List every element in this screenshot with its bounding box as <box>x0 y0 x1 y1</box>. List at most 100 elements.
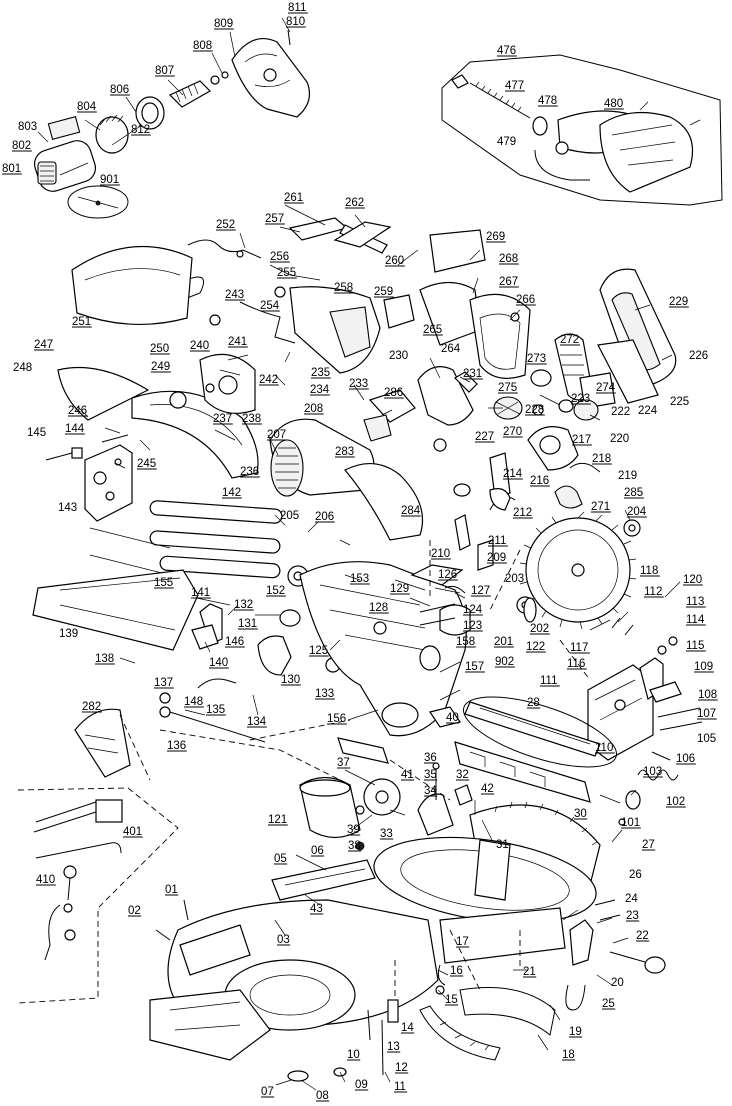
part-number-label: 110 <box>595 742 613 754</box>
part-number-label: 23 <box>626 910 639 922</box>
part-number-label: 241 <box>228 336 247 348</box>
part-number-label: 807 <box>155 65 174 77</box>
part-number-label: 902 <box>495 656 514 668</box>
part-number-label: 152 <box>266 585 285 597</box>
part-number-label: 122 <box>526 641 545 653</box>
part-number-label: 30 <box>574 808 587 820</box>
part-number-label: 260 <box>385 255 404 267</box>
part-number-label: 243 <box>225 289 244 301</box>
part-number-label: 225 <box>670 396 689 408</box>
part-number-label: 40 <box>446 712 459 724</box>
part-number-label: 236 <box>240 466 259 478</box>
part-number-label: 274 <box>596 382 616 394</box>
part-number-label: 32 <box>456 769 469 781</box>
part-number-label: 272 <box>560 334 579 346</box>
part-number-label: 211 <box>488 535 506 547</box>
part-number-label: 126 <box>438 569 457 581</box>
part-number-label: 217 <box>572 434 591 446</box>
part-number-label: 12 <box>395 1062 408 1074</box>
part-number-label: 41 <box>401 769 414 781</box>
part-number-label: 101 <box>621 817 640 829</box>
part-number-label: 109 <box>694 661 713 673</box>
part-number-label: 13 <box>387 1041 400 1053</box>
part-number-label: 141 <box>191 587 210 599</box>
part-number-label: 123 <box>463 620 482 632</box>
part-number-label: 286 <box>384 387 403 399</box>
part-number-label: 801 <box>2 163 21 175</box>
part-number-label: 26 <box>629 869 642 881</box>
part-number-label: 246 <box>68 405 87 417</box>
part-number-label: 130 <box>281 674 300 686</box>
part-number-label: 144 <box>65 423 85 435</box>
part-number-label: 37 <box>337 757 350 769</box>
part-number-label: 222 <box>611 406 630 418</box>
part-number-label: 247 <box>34 339 53 351</box>
part-number-label: 27 <box>642 839 655 851</box>
part-number-label: 282 <box>82 701 101 713</box>
part-number-label: 10 <box>347 1049 360 1061</box>
part-number-label: 275 <box>498 382 517 394</box>
part-number-label: 28 <box>527 697 540 709</box>
part-number-label: 01 <box>165 884 178 896</box>
part-number-label: 208 <box>304 403 323 415</box>
part-number-label: 283 <box>335 446 354 458</box>
part-number-label: 229 <box>669 296 688 308</box>
part-number-label: 264 <box>441 343 461 355</box>
part-number-label: 251 <box>72 316 91 328</box>
part-number-label: 204 <box>627 506 647 518</box>
part-number-label: 479 <box>497 136 516 148</box>
part-number-label: 117 <box>570 642 588 654</box>
part-number-label: 207 <box>267 429 286 441</box>
bevel-lock-assembly <box>587 617 703 826</box>
part-number-label: 118 <box>640 565 658 577</box>
part-number-label: 131 <box>238 618 257 630</box>
fence-assembly <box>429 706 591 803</box>
motor-brush-assembly <box>33 29 310 219</box>
part-number-label: 205 <box>280 510 299 522</box>
part-number-label: 20 <box>611 977 624 989</box>
part-number-label: 209 <box>487 552 506 564</box>
part-number-label: 252 <box>216 219 235 231</box>
part-number-label: 108 <box>698 689 717 701</box>
part-number-label: 129 <box>390 583 409 595</box>
part-number-label: 157 <box>465 661 484 673</box>
part-number-label: 206 <box>315 511 334 523</box>
part-number-label: 107 <box>697 708 716 720</box>
part-number-label: 156 <box>327 713 346 725</box>
part-number-label: 478 <box>538 95 557 107</box>
part-number-label: 06 <box>311 845 324 857</box>
part-number-label: 256 <box>270 251 289 263</box>
part-number-label: 34 <box>424 785 437 797</box>
part-number-label: 271 <box>591 501 610 513</box>
part-number-label: 270 <box>503 426 522 438</box>
part-number-label: 811 <box>288 2 306 14</box>
part-number-label: 31 <box>496 839 509 851</box>
part-number-label: 11 <box>394 1081 406 1093</box>
part-number-label: 255 <box>277 267 296 279</box>
part-number-label: 137 <box>154 677 173 689</box>
accessory-inset-401-410 <box>17 787 179 1004</box>
part-number-label: 223 <box>571 393 590 405</box>
part-number-label: 237 <box>213 413 232 425</box>
part-number-label: 254 <box>260 300 280 312</box>
part-number-label: 138 <box>95 653 114 665</box>
part-number-label: 105 <box>697 733 716 745</box>
part-number-label: 227 <box>475 431 494 443</box>
part-number-label: 125 <box>309 645 328 657</box>
part-number-label: 24 <box>625 893 638 905</box>
part-number-label: 235 <box>311 367 330 379</box>
part-number-label: 249 <box>151 361 170 373</box>
part-number-label: 257 <box>265 213 284 225</box>
part-number-label: 136 <box>167 740 186 752</box>
part-number-label: 219 <box>618 470 637 482</box>
part-number-label: 803 <box>18 121 37 133</box>
part-number-label: 42 <box>481 783 494 795</box>
part-number-label: 233 <box>349 378 368 390</box>
part-number-label: 401 <box>123 826 142 838</box>
part-number-label: 21 <box>523 966 536 978</box>
part-number-label: 267 <box>499 276 518 288</box>
part-number-label: 14 <box>401 1022 414 1034</box>
part-number-label: 245 <box>137 458 156 470</box>
part-number-label: 216 <box>530 475 549 487</box>
